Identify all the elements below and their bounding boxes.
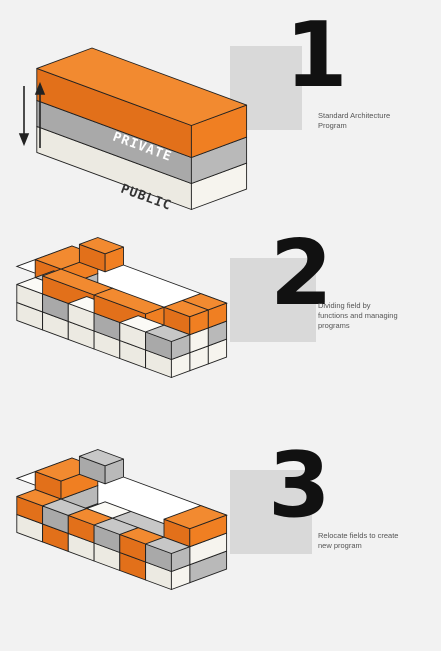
block-top-face [78,237,124,255]
step-2-number-backdrop [230,258,316,342]
step-1-number: 1 [285,3,348,108]
step-1-group: 1 Standard Architecture Program PRIVATE … [18,3,392,214]
step-2-group: 2 Dividing field by functions and managi… [15,221,400,378]
block-top-face [163,505,228,530]
block-top-face [36,47,248,126]
step-3-caption: Relocate fields to create new program [318,531,401,550]
block-top-face [78,449,124,467]
step-2-number: 2 [270,221,333,326]
step-3-number: 3 [268,433,331,538]
block-g [145,536,191,572]
block-top-face [145,324,191,342]
block-top-face [93,287,165,315]
step-3-group: 3 Relocate fields to create new program [15,433,401,590]
block-g [145,324,191,360]
step-1-block-stack [36,47,248,210]
step-2-caption: Dividing field by functions and managing… [318,301,400,330]
step-3-block-assembly [15,449,228,590]
down-arrow-head [18,133,30,147]
circulation-arrows [18,81,46,148]
block-o [36,47,248,158]
block-o [163,505,228,548]
block-top-face [163,299,209,318]
step-1-caption: Standard Architecture Program [318,111,392,130]
up-arrow-head [34,81,46,95]
block-o [163,299,209,336]
step-2-block-assembly [15,237,228,378]
block-g [78,449,124,485]
step-3-number-backdrop [230,470,312,554]
block-top-face [145,536,191,554]
block-o [78,237,124,273]
